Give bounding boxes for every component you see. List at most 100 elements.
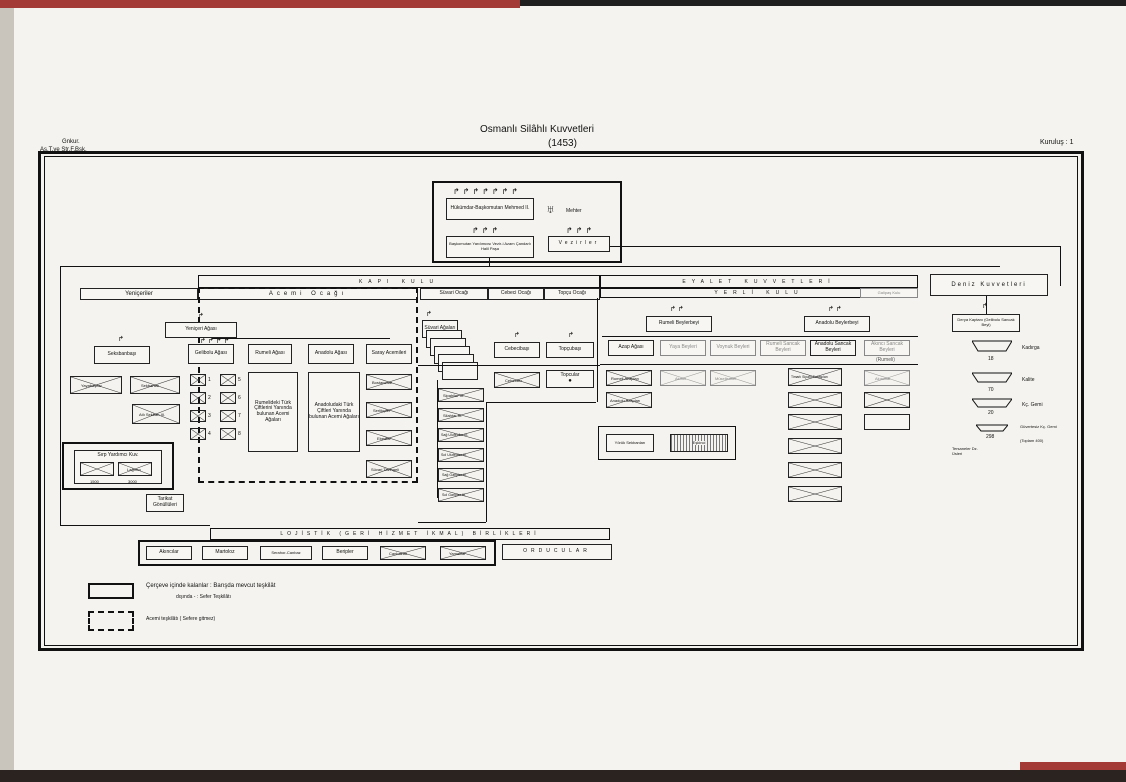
sericiler-box: Serlikçiler	[366, 402, 412, 418]
sekbanbasi-box: Seksbanbaşı	[94, 346, 150, 364]
suvari-tavingeli-label: Süvari Tavingeli	[371, 467, 399, 472]
anadolu-azaplari-box: Anadolu Azapları	[606, 392, 652, 408]
binding-strip	[0, 0, 14, 782]
page-title: Osmanlı Silâhlı Kuvvetleri	[480, 124, 594, 135]
sag-garipler-box: Sağ Garipler III.	[438, 468, 484, 482]
bottom-edge	[0, 770, 1126, 782]
line-provincial-mid	[600, 364, 918, 365]
logistics-frame	[138, 540, 496, 566]
timar-box: Timarlı Sipahi Subaşıları	[788, 368, 842, 386]
flag-icon-acemi: ↱↱↱↱	[200, 338, 232, 345]
kalite-label: Kalite	[1022, 377, 1035, 383]
rumeli-azaplari-box: Rumeli Azapları	[606, 370, 652, 386]
topcular-label: Topcular	[560, 371, 580, 378]
bostancilar-box: Bostancılar	[366, 374, 412, 390]
akinci-box: Akıncı Sancak Beyleri	[864, 340, 910, 356]
flag-icon-sekban: ↱	[118, 336, 124, 343]
flag-icon-yeniceri: ↱	[198, 313, 204, 320]
sag-garipler-label: Sağ Garipler III.	[442, 473, 468, 477]
plate-number: Kuruluş : 1	[1040, 139, 1074, 146]
rumeli-beylerbeyi-box: Rumeli Beylerbeyi	[646, 316, 712, 332]
navy-band: Deniz Kuvvetleri	[930, 274, 1048, 296]
azap-box: Azap Ağası	[608, 340, 654, 356]
dark-top-edge	[520, 0, 1126, 6]
unit-number-1: 1	[208, 377, 211, 383]
cannonball-icon: ●	[568, 378, 572, 385]
anadolu-azaplari-label: Anadolu Azapları	[610, 398, 641, 403]
timar-stack-5	[788, 486, 842, 502]
atli-sekban-box: Atlı Sekban III.	[132, 404, 180, 424]
sirp-frame	[62, 442, 174, 490]
rumeli-label: (Rumeli)	[876, 357, 895, 363]
unit-number-5: 5	[238, 377, 241, 383]
deputy-flags: ↱↱↱	[472, 226, 502, 235]
akincilar-label: Akıncılar	[875, 376, 891, 381]
gelibolu-box: Gelibolu Ağası	[188, 344, 234, 364]
ruler-flags: ↱↱↱↱↱↱↱	[453, 187, 521, 196]
yeniceri-aga-box: Yeniçeri Ağası	[165, 322, 237, 338]
anadolu-ciftlik-box: Anadoludaki Türk Çiftleri Yanında buluna…	[308, 372, 360, 452]
page-year: (1453)	[548, 138, 577, 149]
eskinci-label: Eşkinci	[692, 439, 706, 446]
sol-garipler-label: Sol Garipler III.	[442, 493, 466, 497]
navy-total: (Toplam 400)	[1020, 438, 1044, 443]
topcular-box: Topcular●	[546, 370, 594, 388]
guvertesiz-count: 298	[986, 434, 995, 440]
line-viziers-right	[610, 246, 1061, 247]
legend-dashed-box	[88, 611, 134, 631]
suvari-tavingeli-box: Süvari Tavingeli	[366, 460, 412, 478]
sag-ulufeciler-label: Sağ Ulufeciler III.	[441, 433, 469, 437]
logistics-martoloz: Martoloz	[202, 546, 248, 560]
line-kapi-bottom-2	[486, 402, 596, 403]
unit-box-2	[190, 392, 206, 404]
yamaklar-label: Yamaklar	[449, 551, 466, 556]
rumeli-sancak-box: Rumeli Sancak Beyleri	[760, 340, 806, 356]
akinci2-box: Akıncı	[660, 370, 706, 386]
sol-ulufeciler-label: Sol Ulufeciler III.	[441, 453, 468, 457]
flag-icon-anadolu-bey: ↱↱	[828, 306, 844, 313]
logistics-band: LOJİSTİK (GERİ HİZMET İKMAL) BİRLİKLERİ	[210, 528, 610, 540]
yoruk-box: Yörük Sekbanları	[606, 434, 654, 452]
anadolu-sancak-box: Anadolu Sancak Beyleri	[810, 340, 856, 356]
kalite-count: 70	[988, 387, 994, 393]
timar-stack-3	[788, 438, 842, 454]
akincilar-box: Akıncılar	[864, 370, 910, 386]
unit-number-7: 7	[238, 413, 241, 419]
eyalet-band: EYALET KUVVETLERİ	[600, 275, 918, 288]
akinci-stack-2	[864, 414, 910, 430]
unit-number-2: 2	[208, 395, 211, 401]
line-horizontal-main	[60, 266, 1000, 267]
kadirga-label: Kadırga	[1022, 345, 1040, 351]
line-right-down	[1060, 246, 1061, 286]
logistics-canbazlar: Canbazlar	[380, 546, 426, 560]
ebedler-label: Ebedlar	[377, 436, 391, 441]
unit-number-3: 3	[208, 413, 211, 419]
flag-icon-navy: ↱	[982, 303, 988, 310]
source-line-1: Gnkur.	[62, 139, 80, 145]
derya-kaptani-box: Derya Kaptanı (Gelibolu Sancak Beyi)	[952, 314, 1020, 332]
unit-box-4	[190, 428, 206, 440]
unit-number-6: 6	[238, 395, 241, 401]
cavalry-stack-5	[442, 362, 478, 380]
canbazlar-label: Canbazlar	[389, 551, 408, 556]
unit-box-1	[190, 374, 206, 386]
unit-box-3	[190, 410, 206, 422]
silahdar-label: Silahtar III.	[443, 413, 463, 418]
cebeciler-box: Cebeciler	[494, 372, 540, 388]
anadolu-beylerbeyi-box: Anadolu Beylerbeyi	[804, 316, 870, 332]
yoruk-frame	[598, 426, 736, 460]
legend-line-2: dışında - : Sefer Teşkilâtı	[176, 594, 231, 600]
line-provincial-top	[602, 336, 918, 337]
kadirga-ship-icon	[972, 340, 1012, 352]
line-vertical-top	[489, 258, 490, 267]
anadolu-aga-box: Anadolu Ağası	[308, 344, 354, 364]
sirp-unit-1	[80, 462, 114, 476]
unit-box-5	[220, 374, 236, 386]
orducular-box: ORDUCULAR	[502, 544, 612, 560]
mesellemler-label: Müsellemler	[715, 376, 737, 381]
sirp-unit-2: Lağımcı	[118, 462, 152, 476]
timar-stack-2	[788, 414, 842, 430]
ebedler-box: Ebedlar	[366, 430, 412, 446]
bottom-red-edge	[1020, 762, 1126, 770]
guvertesiz-ship-icon	[976, 424, 1008, 432]
